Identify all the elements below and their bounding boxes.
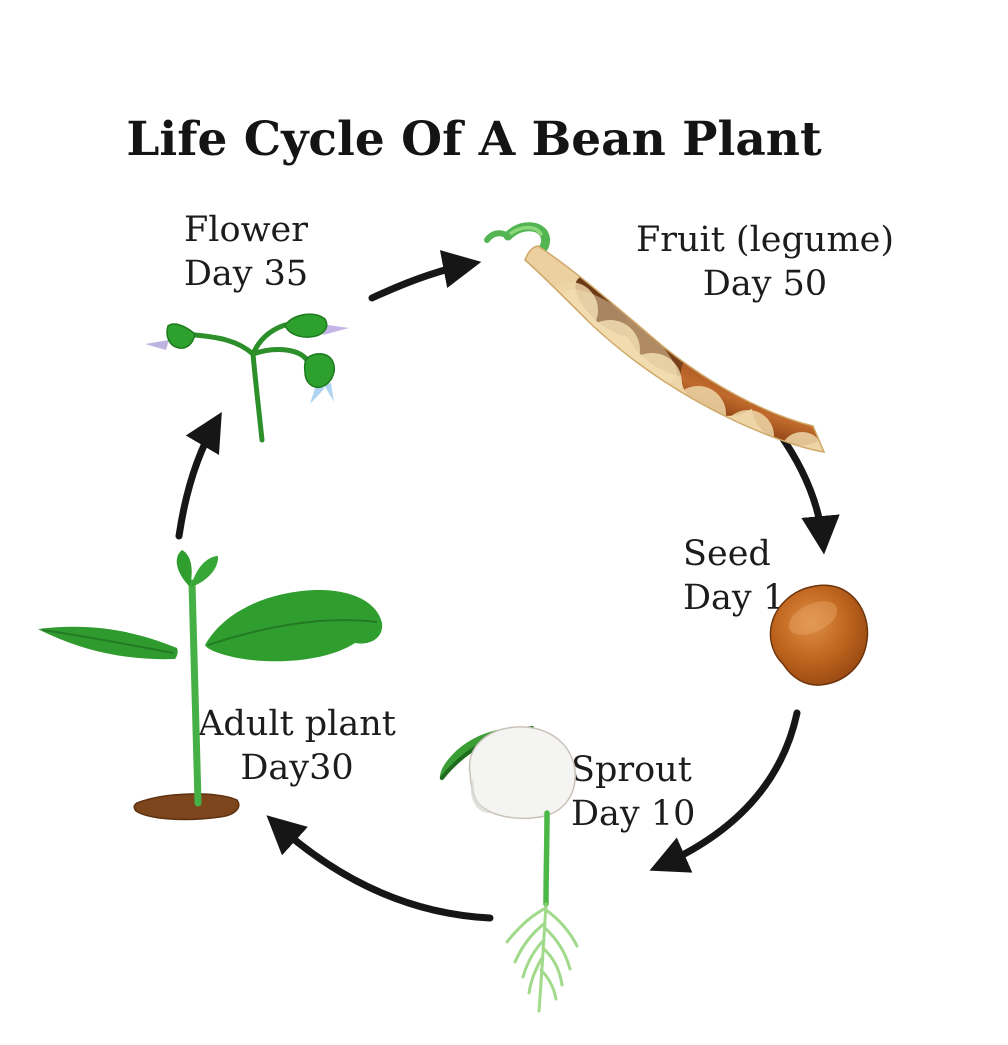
petal-blue-1	[310, 385, 325, 404]
stage-label-fruit: Fruit (legume) Day 50	[636, 218, 894, 307]
sprout-roots	[505, 902, 579, 1013]
stage-name-adult: Adult plant	[198, 704, 396, 744]
petal-lavender-right	[321, 324, 349, 335]
pod-highlight	[563, 289, 677, 383]
stage-label-seed: Seed Day 1	[683, 532, 785, 621]
top-leaflet-right	[191, 556, 219, 587]
sprout-cotyledon	[468, 726, 576, 820]
stage-label-sprout: Sprout Day 10	[571, 748, 695, 837]
sprout-stem	[543, 810, 550, 907]
sprout-illustration	[439, 726, 579, 1013]
flower-illustration	[145, 313, 349, 443]
fruit-pod-illustration	[484, 222, 826, 453]
petal-lavender-left	[145, 340, 169, 350]
arrow-flower-to-fruit	[368, 250, 482, 302]
stage-day-seed: Day 1	[683, 578, 786, 619]
stage-name-fruit: Fruit (legume)	[635, 220, 895, 260]
petal-blue-2	[324, 383, 334, 402]
right-leaf	[205, 589, 383, 662]
stage-name-seed: Seed	[683, 534, 771, 574]
arrow-fruit-to-seed	[775, 429, 840, 555]
arrow-sprout-to-adult	[266, 815, 494, 922]
page-title: Life Cycle Of A Bean Plant	[126, 112, 822, 167]
stage-day-adult: Day30	[240, 748, 354, 789]
stage-label-adult: Adult plant Day30	[198, 702, 396, 791]
arrow-adult-to-flower	[175, 412, 222, 540]
flower-bell-drooping	[303, 353, 335, 389]
seed-highlight	[788, 601, 838, 635]
stage-day-sprout: Day 10	[571, 794, 696, 835]
flower-bell-top-right	[284, 313, 328, 338]
seed-shape	[769, 584, 869, 686]
stage-day-flower: Day 35	[183, 254, 309, 295]
arrow-seed-to-sprout	[649, 709, 801, 873]
left-leaf-vein	[41, 629, 174, 654]
stage-name-sprout: Sprout	[571, 750, 692, 790]
stage-name-flower: Flower	[184, 210, 308, 250]
stage-day-fruit: Day 50	[702, 264, 828, 305]
soil-mound	[133, 793, 240, 821]
seed-illustration	[769, 584, 869, 686]
stage-label-flower: Flower Day 35	[184, 208, 308, 297]
flower-bell-left	[166, 323, 196, 349]
cotyledon-shading	[470, 778, 492, 814]
flower-stems	[192, 322, 310, 443]
top-leaflet-left	[176, 550, 192, 587]
adult-plant-illustration	[38, 550, 383, 821]
pod-outline	[524, 245, 826, 453]
right-leaf-vein	[207, 619, 378, 646]
adult-stem	[188, 579, 202, 807]
